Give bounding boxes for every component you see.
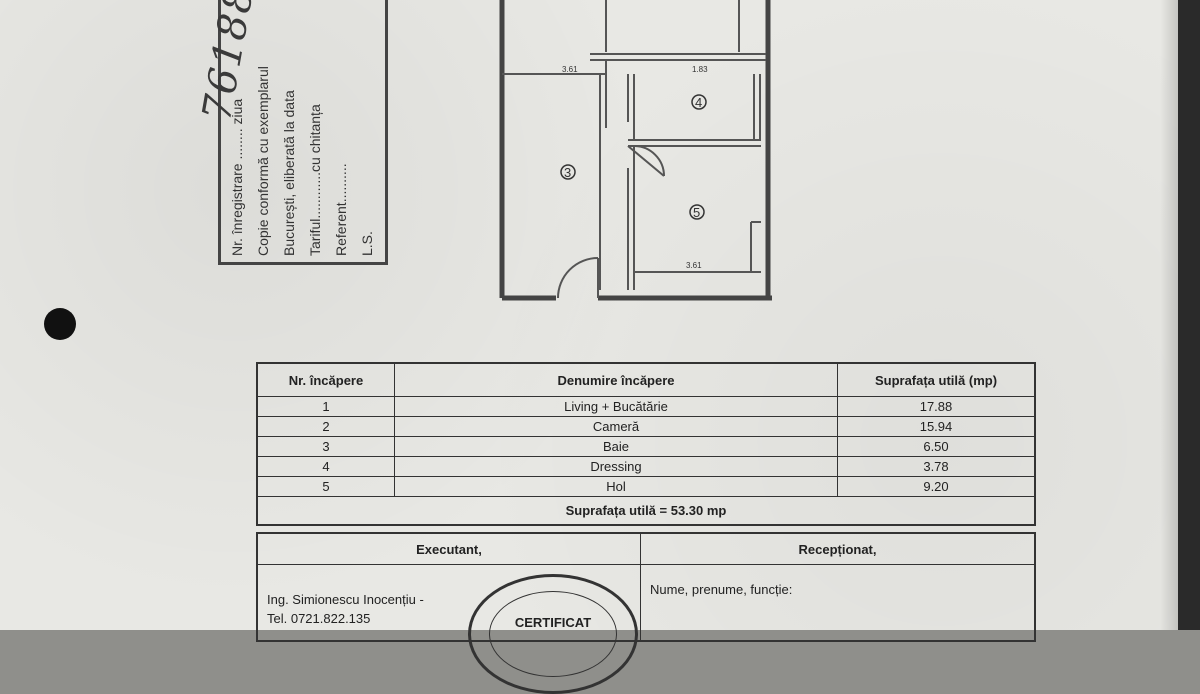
executant-name: Ing. Simionescu Inocențiu - — [267, 592, 424, 607]
stamp-line: București, eliberată la data — [281, 90, 297, 256]
room-name: Baie — [394, 436, 838, 457]
floorplan: 3 4 5 3.61 1.83 3.61 — [496, 0, 776, 302]
room-name: Hol — [394, 476, 838, 497]
table-row: 4 Dressing 3.78 — [256, 456, 1036, 477]
signatures-table: Executant, Recepționat, Ing. Simionescu … — [256, 532, 1036, 642]
receptionat-cell: Nume, prenume, funcție: — [640, 564, 1036, 642]
certificate-seal: CERTIFICAT — [468, 574, 638, 694]
receptionat-header: Recepționat, — [640, 532, 1036, 565]
seal-inner-ring — [489, 591, 617, 677]
floorplan-drawing: 3 4 5 3.61 1.83 3.61 — [499, 0, 772, 301]
table-header-row: Nr. încăpere Denumire încăpere Suprafața… — [256, 362, 1036, 397]
room-number: 1 — [256, 396, 395, 417]
header-area: Suprafața utilă (mp) — [837, 362, 1036, 397]
room-area: 6.50 — [837, 436, 1036, 457]
document-page — [0, 0, 1178, 630]
stamp-line: Referent.......... — [333, 163, 349, 256]
signatures-header-row: Executant, Recepționat, — [256, 532, 1036, 565]
room-area: 15.94 — [837, 416, 1036, 437]
background-edge — [1178, 0, 1200, 630]
room-number: 4 — [256, 456, 395, 477]
room-area: 17.88 — [837, 396, 1036, 417]
table-row: 1 Living + Bucătărie 17.88 — [256, 396, 1036, 417]
table-row: 5 Hol 9.20 — [256, 476, 1036, 497]
room-marker: 5 — [693, 205, 700, 220]
total-area: Suprafața utilă = 53.30 mp — [256, 496, 1036, 526]
room-name: Cameră — [394, 416, 838, 437]
room-area: 3.78 — [837, 456, 1036, 477]
room-number: 2 — [256, 416, 395, 437]
room-name: Living + Bucătărie — [394, 396, 838, 417]
table-row: 3 Baie 6.50 — [256, 436, 1036, 457]
room-marker: 4 — [695, 95, 702, 110]
room-number: 5 — [256, 476, 395, 497]
stamp-line: L.S. — [359, 231, 375, 256]
header-room-number: Nr. încăpere — [256, 362, 395, 397]
dimension-label: 3.61 — [686, 261, 702, 270]
room-marker: 3 — [564, 165, 571, 180]
punch-hole — [44, 308, 76, 340]
registration-stamp: Nr. înregistrare ........ ziua Copie con… — [218, 0, 388, 265]
stamp-line: Copie conformă cu exemplarul — [255, 66, 271, 256]
total-row: Suprafața utilă = 53.30 mp — [256, 496, 1036, 526]
room-areas-table: Nr. încăpere Denumire încăpere Suprafața… — [256, 362, 1036, 526]
header-room-name: Denumire încăpere — [394, 362, 838, 397]
seal-text: CERTIFICAT — [514, 615, 592, 630]
room-name: Dressing — [394, 456, 838, 477]
room-number: 3 — [256, 436, 395, 457]
executant-header: Executant, — [256, 532, 641, 565]
executant-phone: Tel. 0721.822.135 — [267, 611, 371, 626]
dimension-label: 3.61 — [562, 65, 578, 74]
receptionat-name-field: Nume, prenume, funcție: — [650, 582, 793, 597]
page-edge-shadow — [1160, 0, 1178, 630]
dimension-label: 1.83 — [692, 65, 708, 74]
room-area: 9.20 — [837, 476, 1036, 497]
table-row: 2 Cameră 15.94 — [256, 416, 1036, 437]
stamp-line: Tariful............cu chitanța — [307, 104, 323, 256]
